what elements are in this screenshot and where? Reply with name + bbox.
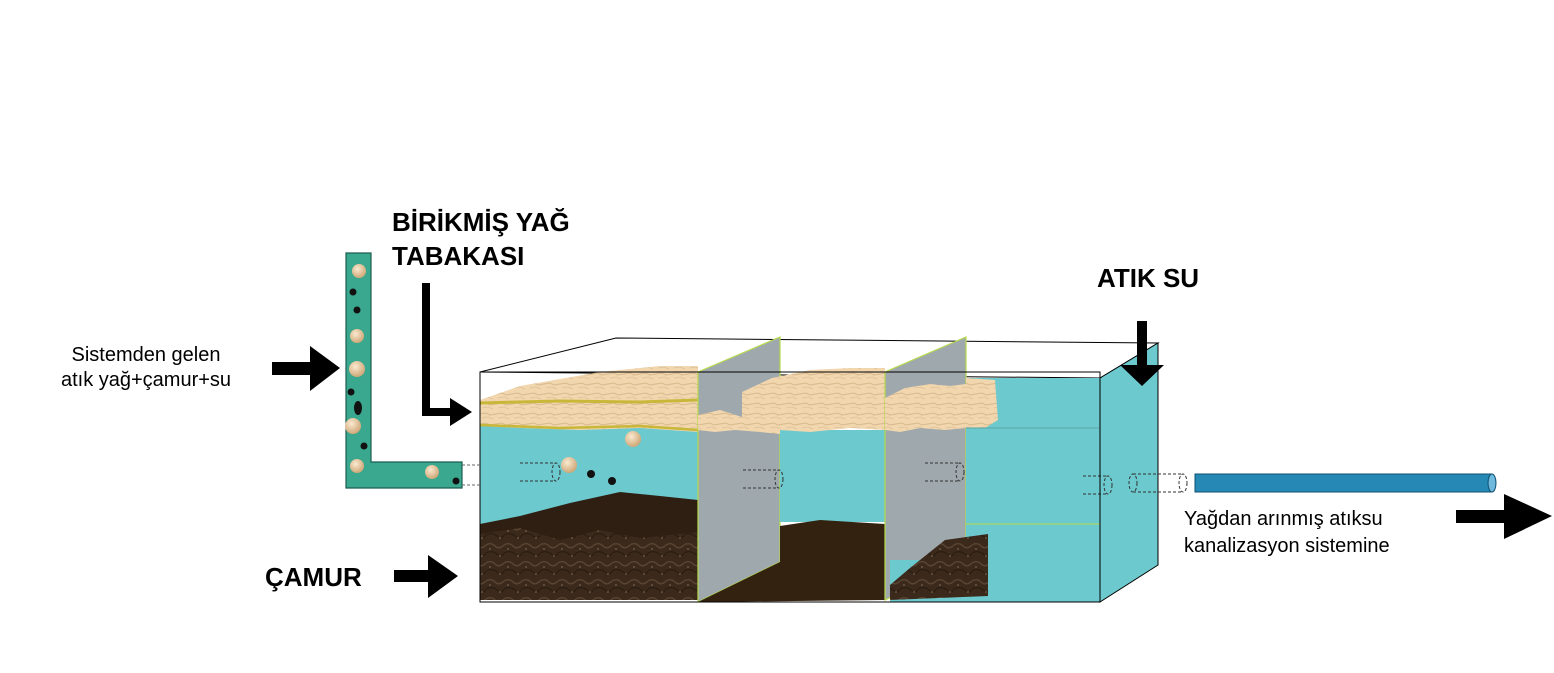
chamber-2-sludge (698, 520, 885, 602)
chamber-3-inner-pipe (925, 462, 965, 482)
sludge-particle (360, 442, 368, 450)
chamber-2-water (780, 430, 885, 522)
oil-droplet (561, 457, 577, 473)
sludge-particle (353, 306, 361, 314)
chamber-1-inner-pipe (520, 462, 561, 482)
sludge-particle (608, 477, 616, 485)
sludge-particle (354, 401, 362, 415)
inlet-label-line2: atık yağ+çamur+su (60, 369, 232, 391)
chamber-2 (698, 368, 885, 602)
baffle-2-oil-overflow (885, 384, 966, 432)
sludge-particle (349, 288, 357, 296)
chamber-3-sludge (890, 534, 988, 600)
oil-droplet (350, 459, 364, 473)
inlet-label: Sistemden gelen atık yağ+çamur+su (40, 343, 252, 393)
baffle-wall-1 (697, 336, 781, 603)
oil-droplet (350, 329, 364, 343)
sludge-particle (347, 388, 355, 396)
waste-water-label: ATIK SU (1097, 263, 1200, 293)
oil-droplet (352, 264, 366, 278)
chamber-1-oil-edge (479, 398, 699, 405)
arrow-right-outlet (1456, 494, 1552, 539)
chamber-2-inner-pipe (743, 469, 784, 489)
outlet-inner-pipe (1083, 473, 1188, 495)
tank-right-face (1099, 342, 1159, 603)
sludge-particle (452, 477, 460, 485)
chamber-1-sludge (480, 528, 698, 600)
oil-layer-label-line1: BİRİKMİŞ YAĞ (392, 207, 570, 237)
chamber-1 (479, 366, 699, 600)
outlet-pipe (1194, 473, 1497, 493)
arrow-down-waste-water (1120, 321, 1164, 386)
oil-droplet (425, 465, 439, 479)
arrow-oil-layer-pointer (422, 283, 472, 426)
outlet-label: Yağdan arınmış atıksu kanalizasyon siste… (1184, 506, 1390, 560)
oil-droplet (349, 361, 365, 377)
chamber-3 (890, 378, 1100, 602)
oil-droplet (345, 418, 361, 434)
inlet-pipe (345, 252, 480, 489)
oil-layer-label: BİRİKMİŞ YAĞ TABAKASI (392, 205, 570, 273)
sludge-label: ÇAMUR (265, 562, 362, 592)
outlet-label-line1: Yağdan arınmış atıksu (1184, 508, 1383, 530)
arrow-right-sludge (394, 555, 458, 598)
oil-droplet (625, 431, 641, 447)
chamber-1-oil-layer (480, 366, 698, 432)
tank-outline-front (479, 371, 1101, 603)
arrow-right-inlet (272, 346, 340, 391)
sludge-particle (587, 470, 595, 478)
chamber-1-sludge-surface (480, 492, 698, 540)
oil-layer-label-line2: TABAKASI (392, 241, 525, 271)
chamber-3-oil-layer (966, 378, 998, 428)
chamber-2-oil-layer (742, 368, 885, 432)
inlet-label-line1: Sistemden gelen (71, 344, 221, 366)
outlet-label-line2: kanalizasyon sistemine (1184, 535, 1390, 557)
chamber-1-oil-bottom-edge (479, 423, 699, 432)
chamber-3-water (890, 378, 1100, 602)
